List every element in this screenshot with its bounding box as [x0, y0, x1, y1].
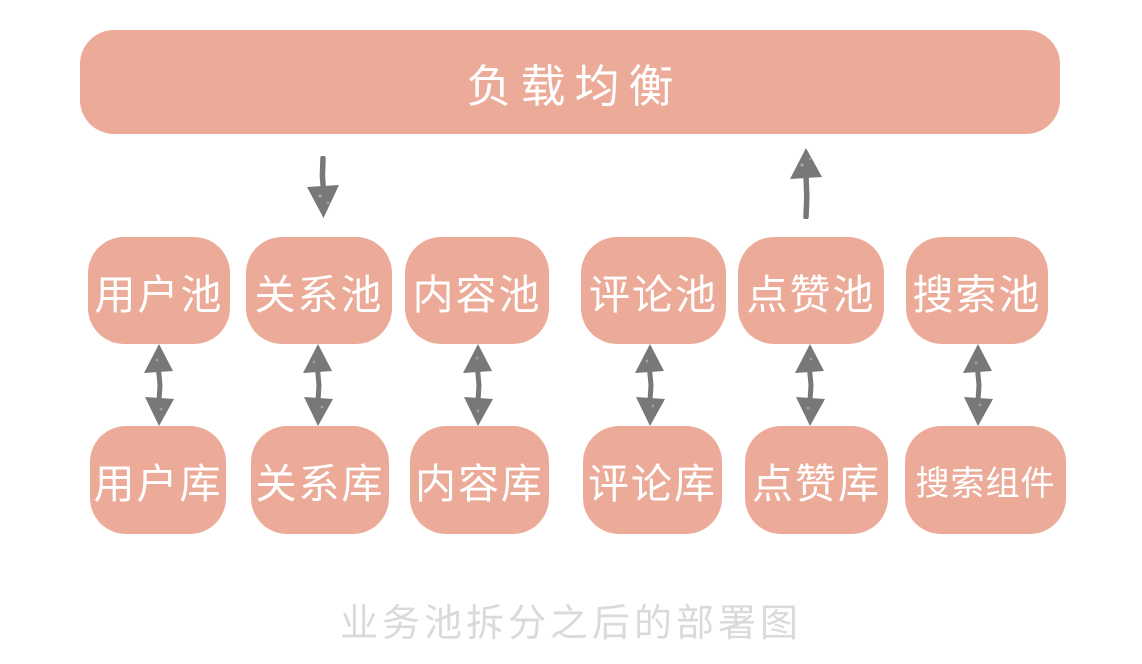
comment-pool-label: 评论池	[589, 271, 718, 318]
relation-pool-label: 关系池	[254, 271, 384, 318]
search-component-label: 搜索组件	[915, 464, 1056, 503]
arrow-down-icon	[307, 156, 339, 218]
search-pool-box: 搜索池	[906, 237, 1048, 344]
double-arrow-icon	[463, 344, 493, 426]
relation-db-box: 关系库	[251, 426, 389, 534]
user-pool-box: 用户池	[88, 237, 230, 344]
load-balancer-box: 负载均衡	[80, 30, 1060, 134]
like-db-label: 点赞库	[752, 461, 881, 507]
double-arrow-icon	[303, 344, 333, 426]
comment-db-box: 评论库	[583, 426, 722, 534]
search-component-box: 搜索组件	[905, 426, 1066, 534]
load-balancer-label: 负载均衡	[466, 60, 683, 112]
double-arrow-icon	[963, 344, 993, 426]
diagram-caption: 业务池拆分之后的部署图	[339, 603, 802, 645]
content-pool-box: 内容池	[405, 237, 549, 344]
relation-db-label: 关系库	[255, 461, 385, 507]
arrow-up-icon	[790, 148, 822, 219]
double-arrow-icon	[795, 344, 825, 426]
comment-pool-box: 评论池	[581, 237, 726, 344]
relation-pool-box: 关系池	[246, 237, 392, 344]
double-arrow-icon	[635, 344, 665, 426]
content-db-box: 内容库	[410, 426, 549, 534]
like-db-box: 点赞库	[745, 426, 888, 534]
content-db-label: 内容库	[415, 461, 544, 507]
like-pool-label: 点赞池	[746, 271, 876, 318]
user-db-label: 用户库	[93, 461, 223, 507]
user-db-box: 用户库	[90, 426, 226, 534]
user-pool-label: 用户池	[94, 271, 224, 318]
content-pool-label: 内容池	[412, 271, 542, 318]
double-arrow-icon	[144, 344, 174, 426]
comment-db-label: 评论库	[588, 461, 717, 507]
search-pool-label: 搜索池	[912, 271, 1042, 318]
like-pool-box: 点赞池	[738, 237, 884, 344]
